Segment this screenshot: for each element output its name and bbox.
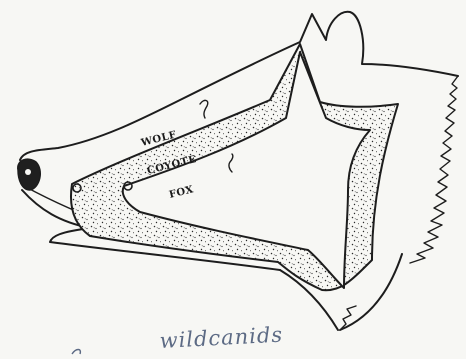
nose [18,159,40,190]
caption: wildcanids [159,323,284,353]
pencil-mark [72,350,80,355]
